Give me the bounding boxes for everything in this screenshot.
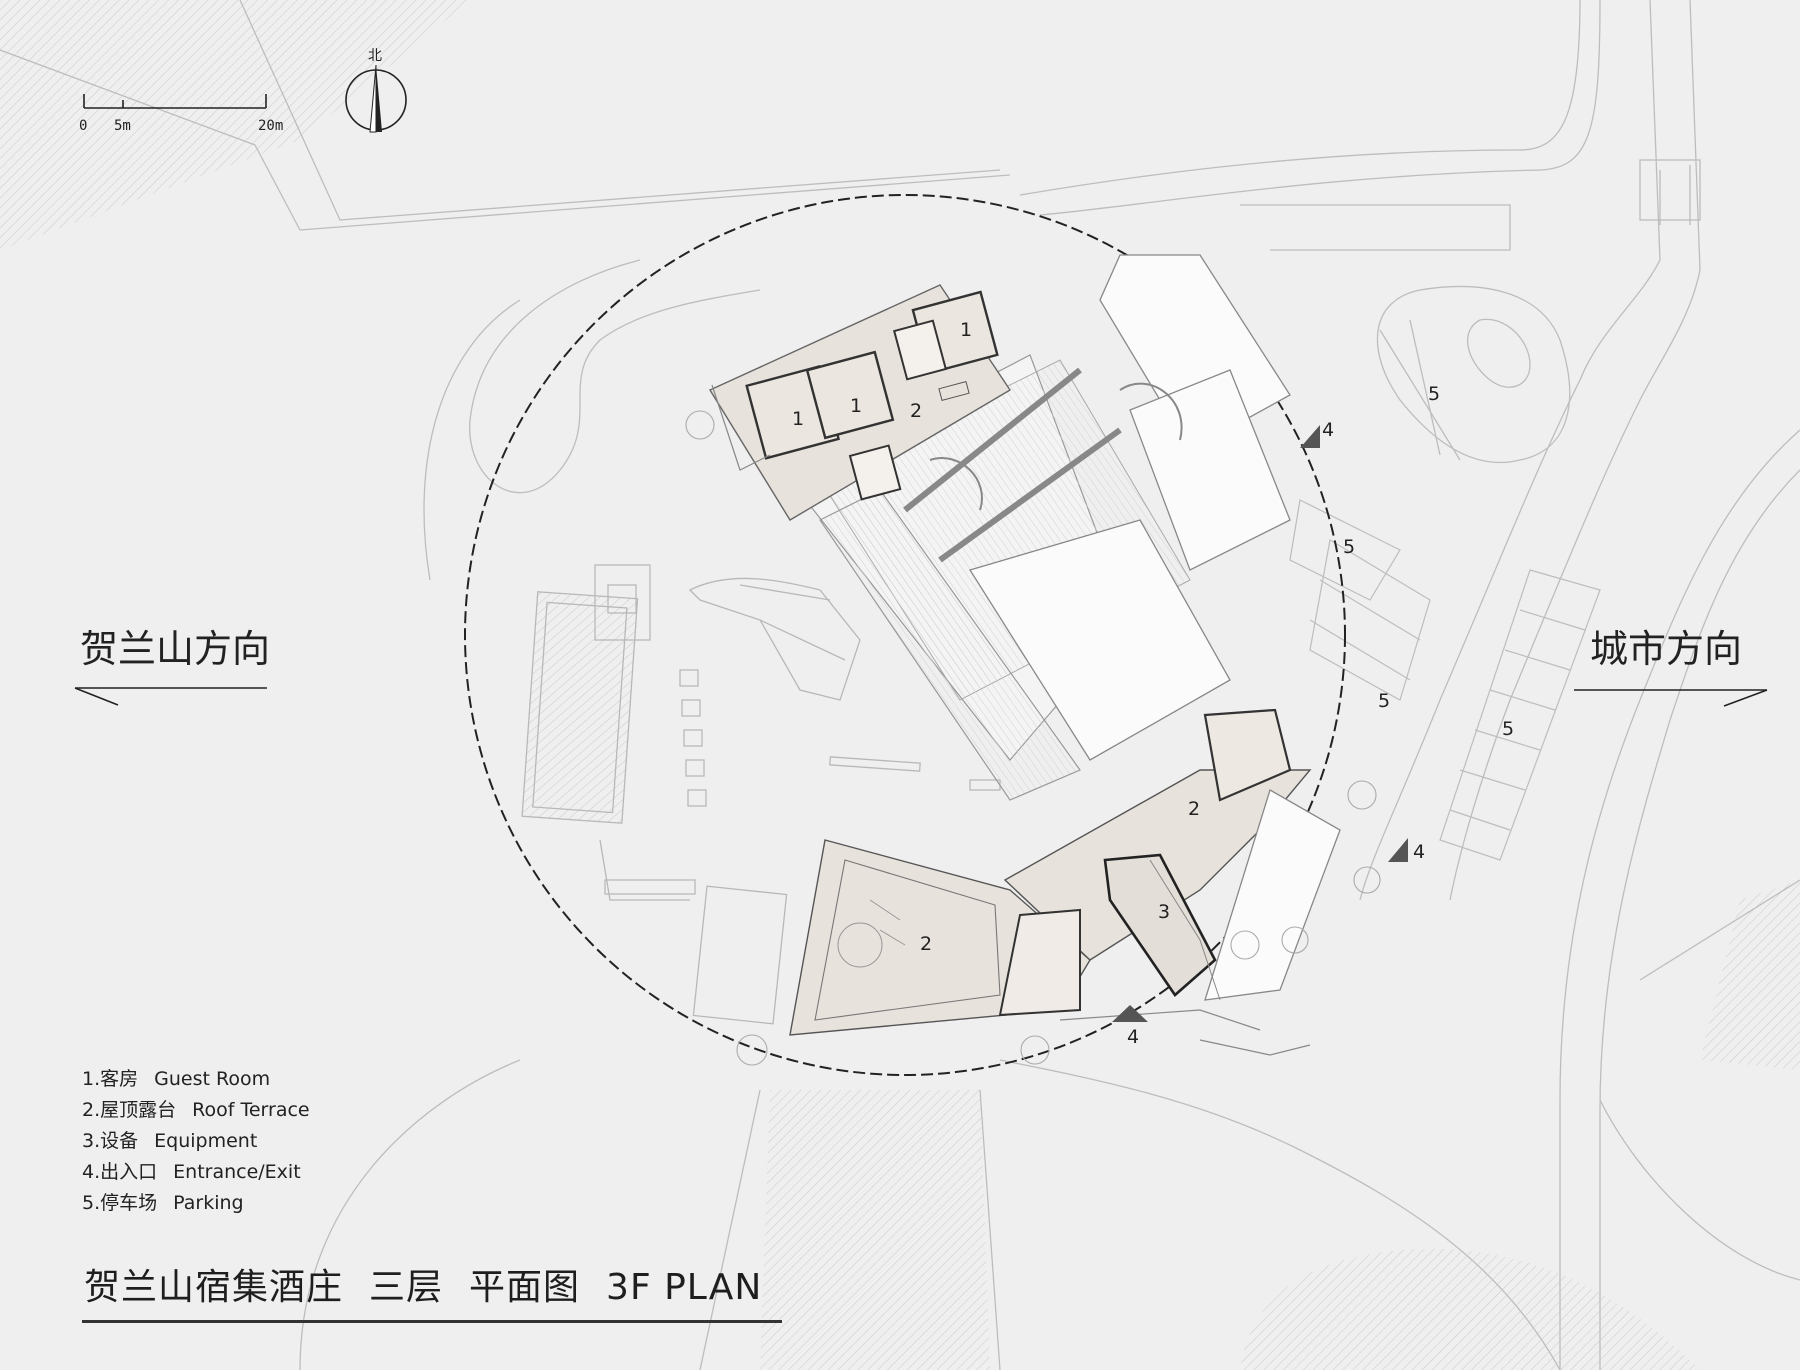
arrow-left-icon <box>74 687 267 706</box>
parking-loop <box>1376 159 1701 464</box>
label-guest-room: 1 <box>850 395 862 417</box>
label-guest-room: 1 <box>792 408 804 430</box>
garden-seats <box>679 669 707 807</box>
label-parking: 5 <box>1428 383 1440 405</box>
scale-bar <box>83 94 267 109</box>
label-guest-room: 1 <box>960 319 972 341</box>
arrow-right-icon <box>1574 689 1768 707</box>
entrance-marker-south <box>1112 1005 1148 1022</box>
zone-numbers: 1 1 1 2 2 2 3 4 4 4 5 5 5 5 <box>792 319 1514 1048</box>
direction-left: 贺兰山方向 <box>80 627 270 671</box>
entrance-markers <box>1112 425 1408 1022</box>
pool <box>521 591 639 824</box>
guest-room-1b <box>805 350 895 440</box>
roof-white-2 <box>968 519 1231 761</box>
drawing-title: 贺兰山宿集酒庄三层平面图 3F PLAN <box>84 1258 788 1310</box>
title-floor: 三层 <box>369 1267 444 1308</box>
trees <box>685 410 1381 1066</box>
title-underline <box>82 1320 782 1323</box>
parking-stalls <box>1289 499 1601 861</box>
title-type: 平面图 <box>469 1267 581 1308</box>
scale-tick-5m: 5m <box>114 118 131 134</box>
compass-label: 北 <box>368 48 382 64</box>
label-roof-terrace: 2 <box>1188 798 1200 820</box>
entrance-marker-north <box>1300 425 1320 448</box>
label-entrance: 4 <box>1322 419 1334 441</box>
label-parking: 5 <box>1378 690 1390 712</box>
road-top-left <box>0 0 470 250</box>
north-arrow-icon <box>345 64 407 133</box>
label-roof-terrace: 2 <box>920 933 932 955</box>
entrance-marker-east <box>1388 838 1408 862</box>
label-roof-terrace: 2 <box>910 400 922 422</box>
label-equipment: 3 <box>1158 901 1170 923</box>
label-parking: 5 <box>1343 536 1355 558</box>
south-building <box>789 708 1341 1056</box>
planter <box>692 885 788 1025</box>
label-entrance: 4 <box>1413 841 1425 863</box>
scale-tick-0: 0 <box>79 118 87 134</box>
scale-tick-20m: 20m <box>258 118 283 134</box>
label-parking: 5 <box>1502 718 1514 740</box>
stair-core <box>1203 708 1292 802</box>
road-bottom <box>760 1090 990 1370</box>
title-en: 3F PLAN <box>606 1267 763 1308</box>
direction-right: 城市方向 <box>1590 627 1742 671</box>
title-project: 贺兰山宿集酒庄 <box>84 1267 344 1308</box>
equipment-room <box>1103 853 1217 997</box>
label-entrance: 4 <box>1127 1026 1139 1048</box>
site-boundary <box>464 194 1346 1076</box>
north-building <box>708 254 1291 801</box>
garden <box>521 564 1001 1025</box>
